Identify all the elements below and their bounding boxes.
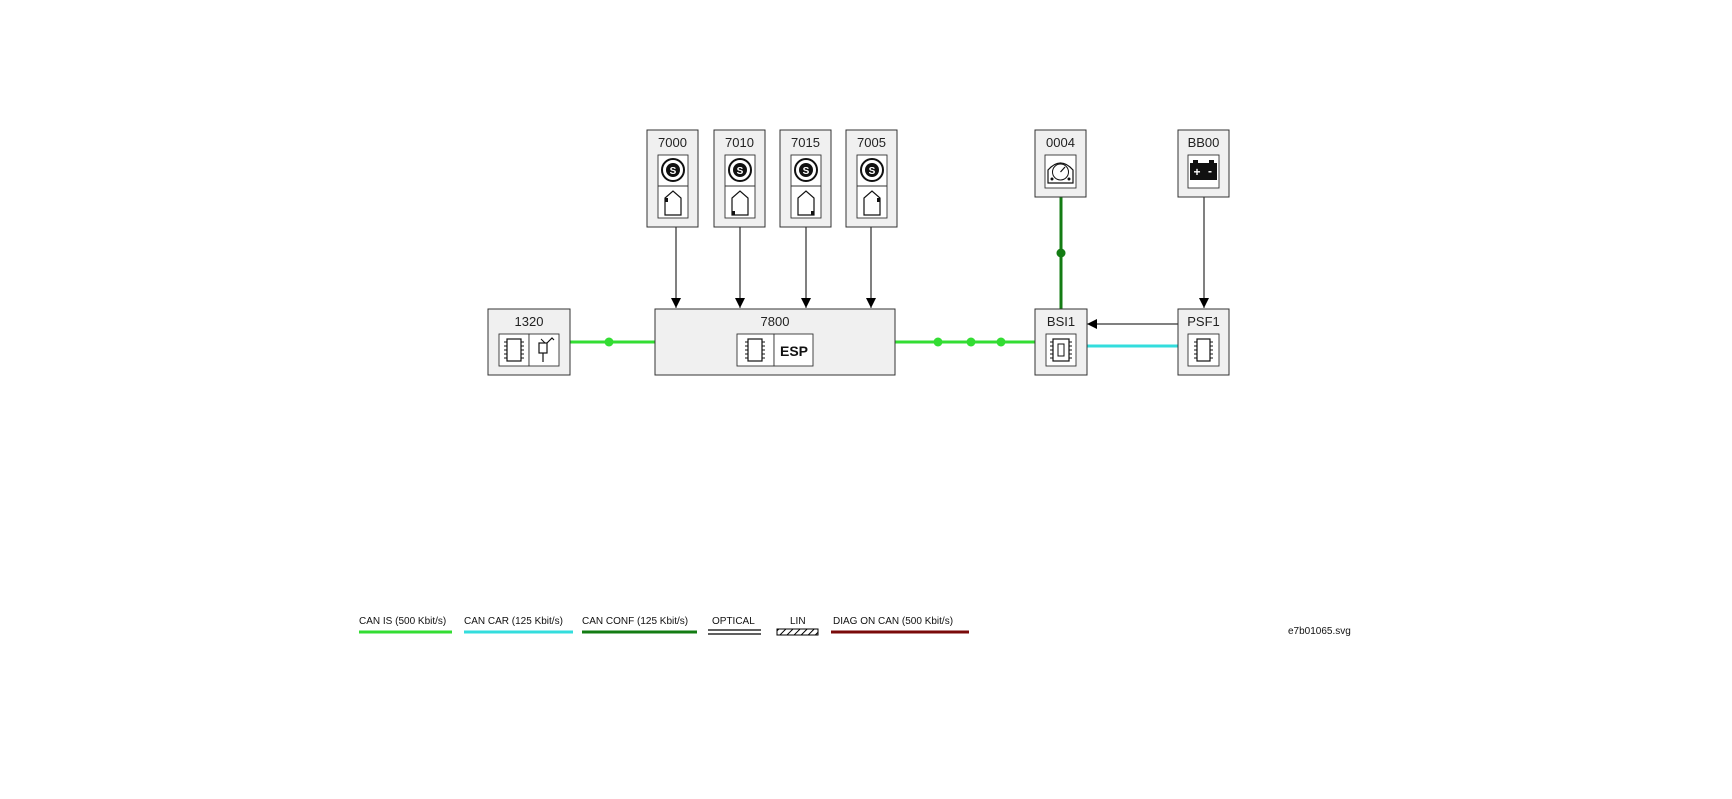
- node-label-7005: 7005: [857, 135, 886, 150]
- legend-item-can-car: CAN CAR (125 Kbit/s): [464, 616, 573, 634]
- svg-text:S: S: [670, 166, 677, 177]
- svg-text:S: S: [737, 166, 744, 177]
- node-label-7800: 7800: [761, 314, 790, 329]
- node-7000[interactable]: 7000 S: [646, 129, 699, 228]
- battery-icon: + -: [1187, 154, 1220, 189]
- svg-text:OPTICAL: OPTICAL: [712, 616, 755, 627]
- node-7010[interactable]: 7010 S: [713, 129, 766, 228]
- svg-text:S: S: [803, 166, 810, 177]
- node-label-7015: 7015: [791, 135, 820, 150]
- connections: [570, 197, 1209, 348]
- node-7015[interactable]: 7015 S: [779, 129, 832, 228]
- svg-text:S: S: [869, 166, 876, 177]
- svg-text:CAN IS (500 Kbit/s): CAN IS (500 Kbit/s): [359, 616, 446, 627]
- ecu-chip-icon: [736, 333, 775, 367]
- node-7005[interactable]: 7005 S: [845, 129, 898, 228]
- node-label-PSF1: PSF1: [1187, 314, 1220, 329]
- wheel-sensor-icon: S: [657, 154, 689, 219]
- node-7800[interactable]: 7800 ESP: [654, 308, 896, 376]
- node-1320[interactable]: 1320: [487, 308, 571, 376]
- svg-text:DIAG ON CAN (500 Kbit/s): DIAG ON CAN (500 Kbit/s): [833, 616, 953, 627]
- can-is-junction: [604, 337, 614, 347]
- node-label-BSI1: BSI1: [1047, 314, 1075, 329]
- svg-text:LIN: LIN: [790, 616, 806, 627]
- legend: CAN IS (500 Kbit/s) CAN CAR (125 Kbit/s)…: [359, 616, 969, 636]
- legend-item-can-conf: CAN CONF (125 Kbit/s): [582, 616, 697, 634]
- legend-item-can-is: CAN IS (500 Kbit/s): [359, 616, 452, 634]
- bsi-module-icon: [1045, 333, 1077, 367]
- node-BB00[interactable]: BB00 + -: [1177, 129, 1230, 198]
- can-is-junction: [996, 337, 1006, 347]
- svg-text:-: -: [1208, 164, 1212, 178]
- node-label-1320: 1320: [515, 314, 544, 329]
- node-label-BB00: BB00: [1188, 135, 1220, 150]
- svg-text:CAN CAR (125 Kbit/s): CAN CAR (125 Kbit/s): [464, 616, 563, 627]
- node-BSI1[interactable]: BSI1: [1034, 308, 1088, 376]
- fuel-injector-icon: [528, 333, 560, 367]
- legend-item-diag-on-can: DIAG ON CAN (500 Kbit/s): [831, 616, 969, 634]
- wheel-sensor-icon: S: [856, 154, 888, 219]
- can-is-junction: [966, 337, 976, 347]
- wheel-sensor-icon: S: [724, 154, 756, 219]
- legend-item-lin: LIN: [776, 616, 819, 636]
- esp-badge-frame: [773, 333, 814, 367]
- can-conf-junction: [1056, 248, 1066, 258]
- ecu-chip-icon: [1187, 333, 1220, 367]
- node-label-0004: 0004: [1046, 135, 1075, 150]
- node-label-7010: 7010: [725, 135, 754, 150]
- node-PSF1[interactable]: PSF1: [1177, 308, 1230, 376]
- node-0004[interactable]: 0004: [1034, 129, 1087, 198]
- node-label-7000: 7000: [658, 135, 687, 150]
- can-is-junction: [933, 337, 943, 347]
- ecu-chip-icon: [498, 333, 530, 367]
- filename-label: e7b01065.svg: [1288, 626, 1351, 637]
- dashboard-gauge-icon: [1044, 154, 1077, 189]
- svg-text:CAN CONF (125 Kbit/s): CAN CONF (125 Kbit/s): [582, 616, 688, 627]
- svg-text:+: +: [1193, 165, 1200, 179]
- esp-badge: ESP: [780, 343, 808, 359]
- legend-item-optical: OPTICAL: [708, 616, 761, 635]
- wheel-sensor-icon: S: [790, 154, 822, 219]
